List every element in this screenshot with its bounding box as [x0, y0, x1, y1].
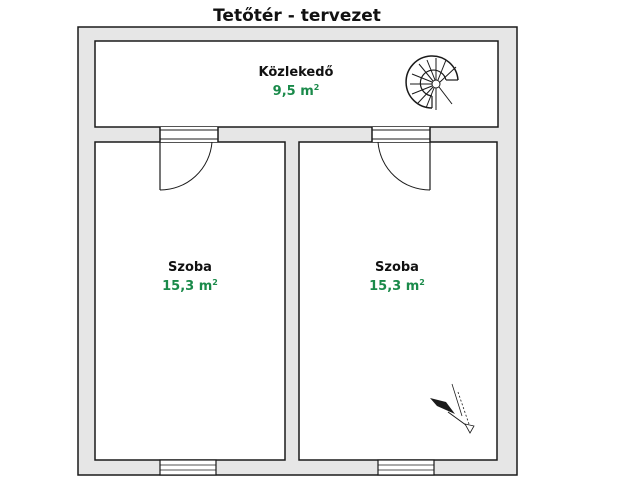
room-right: [298, 141, 498, 461]
room-area-left: 15,3 m2: [162, 278, 218, 294]
room-name-right: Szoba: [375, 260, 419, 275]
window-icon: [377, 459, 435, 476]
room-area-corridor: 9,5 m2: [273, 83, 320, 99]
room-area-right: 15,3 m2: [369, 278, 425, 294]
door-right: [371, 127, 431, 191]
room-left: [94, 141, 286, 461]
compass-icon: [430, 383, 475, 434]
door-swing-icon: [377, 141, 431, 191]
room-name-left: Szoba: [168, 260, 212, 275]
page-title: Tetőtér - tervezet: [213, 6, 381, 26]
window-icon: [159, 459, 217, 476]
door-left: [159, 127, 219, 191]
room-name-corridor: Közlekedő: [259, 65, 334, 80]
door-swing-icon: [159, 141, 213, 191]
spiral-stair-icon: [405, 55, 459, 110]
